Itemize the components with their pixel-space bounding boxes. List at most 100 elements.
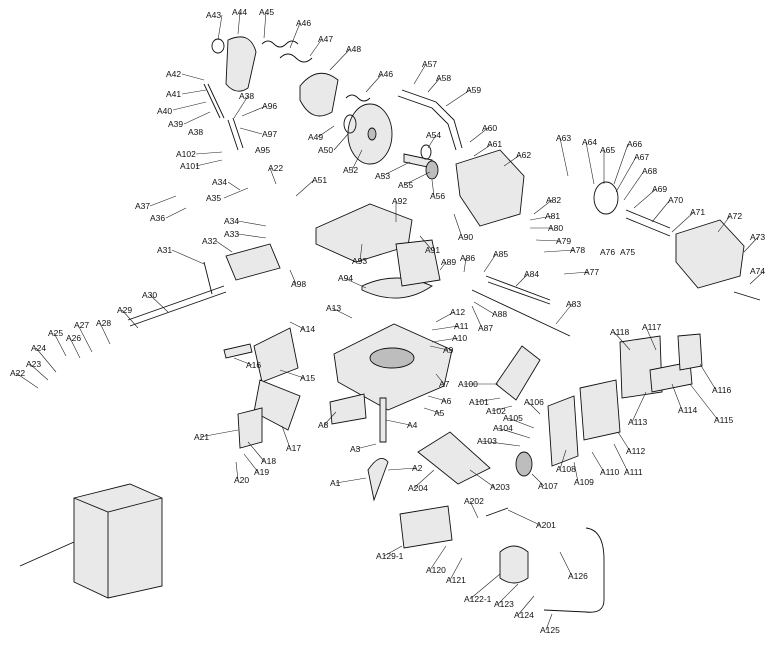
callout-label-a71: A71 xyxy=(690,207,706,217)
callout-label-a97: A97 xyxy=(262,129,278,139)
callout-label-a102: A102 xyxy=(486,406,506,416)
o-ring-a43 xyxy=(211,38,225,54)
callout-label-a50: A50 xyxy=(318,145,334,155)
callout-label-a24: A24 xyxy=(31,343,47,353)
callout-label-a26: A26 xyxy=(66,333,82,343)
callout-label-a28: A28 xyxy=(96,318,112,328)
clamp-body-a32 xyxy=(225,243,281,281)
plate-a8 xyxy=(329,393,367,425)
callout-label-a3: A3 xyxy=(350,444,361,454)
callout-label-a25: A25 xyxy=(48,328,64,338)
switch-panel-a109 xyxy=(547,395,579,467)
callout-label-a40: A40 xyxy=(157,106,173,116)
callout-label-a41: A41 xyxy=(166,89,182,99)
blade-guard xyxy=(225,36,257,92)
callout-label-a47: A47 xyxy=(318,34,334,44)
stand-cabinet xyxy=(73,483,163,599)
callout-label-a78: A78 xyxy=(570,245,586,255)
callout-label-a23: A23 xyxy=(26,359,42,369)
callout-label-a98: A98 xyxy=(291,279,307,289)
callout-label-a22: A22 xyxy=(268,163,284,173)
callout-label-a89: A89 xyxy=(441,257,457,267)
callout-label-a9: A9 xyxy=(443,345,454,355)
stand-top xyxy=(73,497,163,598)
callout-label-a82: A82 xyxy=(546,195,562,205)
callout-label-a110: A110 xyxy=(600,467,620,477)
rod-a83 xyxy=(471,289,571,337)
callout-label-a113: A113 xyxy=(628,417,648,427)
callout-label-a83: A83 xyxy=(566,299,582,309)
cover-a203 xyxy=(417,431,491,485)
callout-label-a109: A109 xyxy=(574,477,594,487)
callout-label-a73: A73 xyxy=(750,232,766,242)
callout-label-a126: A126 xyxy=(568,571,588,581)
callout-label-a59: A59 xyxy=(466,85,482,95)
callout-label-a107: A107 xyxy=(538,481,558,491)
callout-label-a35: A35 xyxy=(206,193,222,203)
callout-label-a111: A111 xyxy=(624,467,643,477)
guard-spring-a46 xyxy=(261,40,299,48)
callout-label-a55: A55 xyxy=(398,180,414,190)
callout-label-a204: A204 xyxy=(408,483,428,493)
callout-label-a69: A69 xyxy=(652,184,668,194)
callout-label-a114: A114 xyxy=(678,405,698,415)
callout-label-a77: A77 xyxy=(584,267,600,277)
guard-spring-a46b xyxy=(345,94,371,102)
callout-label-a104: A104 xyxy=(493,423,513,433)
floor-line xyxy=(19,541,75,567)
callout-label-a49: A49 xyxy=(308,132,324,142)
callout-label-a100: A100 xyxy=(458,379,478,389)
callout-label-a72: A72 xyxy=(727,211,743,221)
callout-label-a81: A81 xyxy=(545,211,561,221)
callout-label-a38: A38 xyxy=(239,91,255,101)
callout-label-a101: A101 xyxy=(469,397,489,407)
blade-flange xyxy=(343,114,357,134)
callout-label-a46: A46 xyxy=(378,69,394,79)
callout-label-a203: A203 xyxy=(490,482,510,492)
handle-a59 xyxy=(397,89,463,151)
callout-label-a79: A79 xyxy=(556,236,572,246)
motor-body xyxy=(675,219,745,289)
power-cable-a74 xyxy=(733,291,761,301)
callout-label-a86: A86 xyxy=(460,253,476,263)
plate-a17 xyxy=(253,379,301,431)
callout-label-a93: A93 xyxy=(352,256,368,266)
bracket-a21 xyxy=(237,407,263,449)
knob-a107 xyxy=(515,451,533,477)
callout-label-a103: A103 xyxy=(477,436,497,446)
callout-label-a112: A112 xyxy=(626,446,646,456)
switch-box-a112 xyxy=(579,379,621,441)
callout-label-a34: A34 xyxy=(212,177,228,187)
callout-label-a14: A14 xyxy=(300,324,316,334)
callout-label-a92: A92 xyxy=(392,196,408,206)
callout-label-a52: A52 xyxy=(343,165,359,175)
cover-plate-a116 xyxy=(677,333,703,371)
callout-label-a2: A2 xyxy=(412,463,423,473)
callout-label-a10: A10 xyxy=(452,333,468,343)
callout-label-a120: A120 xyxy=(426,565,446,575)
pump-a122-1 xyxy=(499,545,529,584)
callout-label-a8: A8 xyxy=(318,420,329,430)
callout-label-a31: A31 xyxy=(157,245,173,255)
callout-label-a34: A34 xyxy=(224,216,240,226)
callout-label-a76: A76 xyxy=(600,247,616,257)
callout-label-a37: A37 xyxy=(135,201,151,211)
callout-label-a201: A201 xyxy=(536,520,556,530)
callout-label-a68: A68 xyxy=(642,166,658,176)
gear-a55 xyxy=(425,160,439,180)
callout-label-a105: A105 xyxy=(503,413,523,423)
callout-label-a51: A51 xyxy=(312,175,328,185)
blade-hub xyxy=(367,127,377,141)
callout-label-a74: A74 xyxy=(750,266,766,276)
handle-a1 xyxy=(367,457,389,502)
rod-a84 xyxy=(485,275,551,305)
handwheel-a31 xyxy=(203,261,213,295)
callout-label-a30: A30 xyxy=(142,290,158,300)
callout-label-a18: A18 xyxy=(261,456,277,466)
base-turntable xyxy=(369,347,415,369)
callout-label-a36: A36 xyxy=(150,213,166,223)
callout-label-a96: A96 xyxy=(262,101,278,111)
nozzle-a201 xyxy=(485,507,509,517)
leader-lines xyxy=(15,11,765,631)
